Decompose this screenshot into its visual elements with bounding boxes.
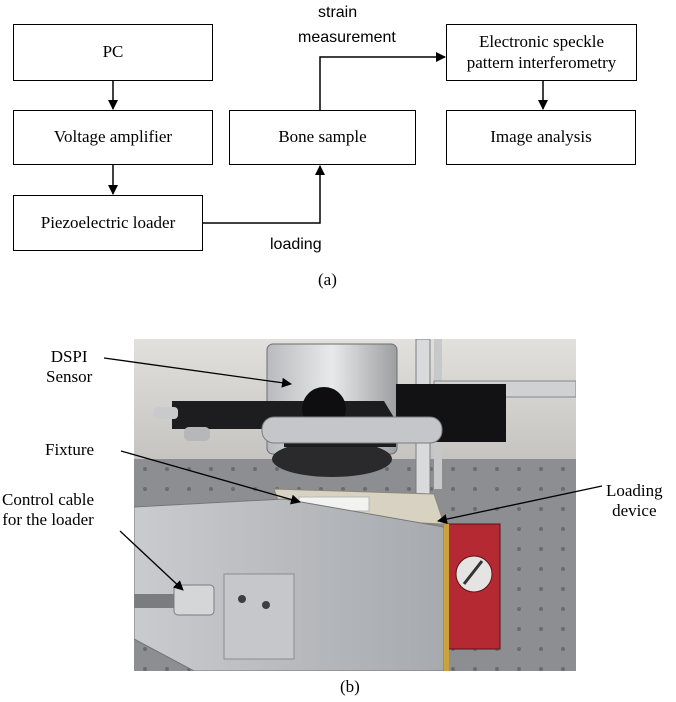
arrow-loader-to-bone [203,165,325,224]
block-hole-2 [262,601,270,609]
loading-label: loading [270,236,322,253]
bone-sample-label: Bone sample [278,127,367,147]
loading-device-annotation: Loading device [606,481,663,522]
dspi-annotation: DSPI Sensor [46,347,92,388]
loading-annotation-line2: device [612,501,657,521]
dspi-annotation-line1: DSPI [50,347,88,366]
fixture-annotation: Fixture [45,440,95,459]
control-annotation-line1: Control cable [2,490,95,509]
loading-dial [455,555,493,593]
bone-sample-box: Bone sample [229,110,416,165]
control-annotation-line2: for the loader [2,510,94,530]
caption-a: (a) [318,270,337,289]
voltage-amplifier-box: Voltage amplifier [13,110,213,165]
strain-label-line2: measurement [298,29,396,46]
screw-2 [184,427,210,441]
photo-illustration [134,339,576,671]
control-cable-annotation: Control cable for the loader [2,490,94,531]
block-hole-1 [238,595,246,603]
loading-annotation-line1: Loading [606,481,663,500]
arrow-bone-to-espi [319,52,446,110]
espi-label-line2: pattern interferometry [466,52,617,72]
piezoelectric-loader-box: Piezoelectric loader [13,195,203,251]
cable-connector [173,584,215,616]
dspi-annotation-line2: Sensor [46,367,93,387]
espi-label-line1: Electronic speckle [478,32,605,52]
image-analysis-label: Image analysis [490,127,592,147]
block-front-plate [223,573,295,660]
pc-box: PC [13,24,213,81]
screw-1 [154,407,178,419]
voltage-amplifier-label: Voltage amplifier [53,127,173,147]
loading-edge [444,524,449,671]
setup-photo [134,339,576,671]
caption-b: (b) [340,677,360,696]
sensor-base [272,441,392,477]
diagram-connectors [108,52,548,224]
pc-label: PC [102,42,124,62]
espi-box: Electronic speckle pattern interferometr… [446,24,637,81]
image-analysis-box: Image analysis [446,110,636,165]
piezoelectric-loader-label: Piezoelectric loader [40,212,176,232]
strain-label-line1: strain [318,4,358,21]
guide-rod [261,416,443,444]
